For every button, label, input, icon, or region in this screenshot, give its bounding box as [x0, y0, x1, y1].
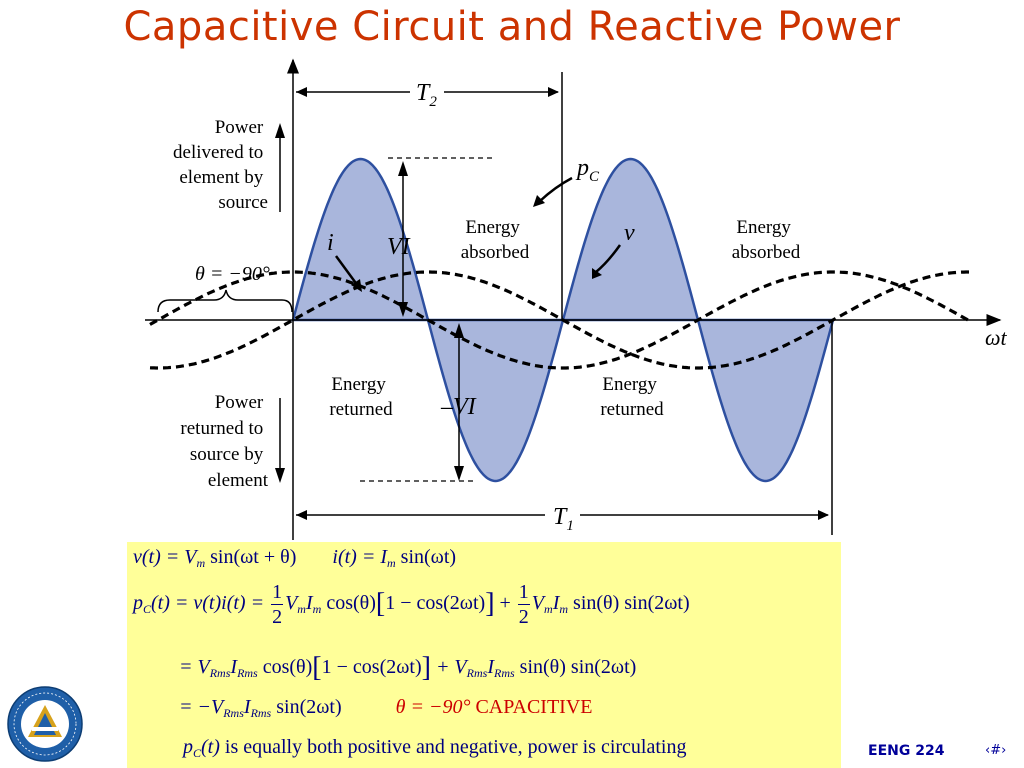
energy-absorbed-1: Energy absorbed: [461, 217, 530, 263]
neg-vi-label: –VI: [440, 394, 477, 420]
formula-line-3: = VRmsIRms cos(θ)[1 − cos(2ωt)] + VRmsIR…: [179, 652, 637, 683]
voltage-curve-v: [149, 270, 973, 370]
slide-title: Capacitive Circuit and Reactive Power: [123, 4, 901, 50]
t1-label: T1: [553, 504, 574, 534]
pc-lobe: [291, 157, 430, 322]
university-logo: [7, 686, 83, 762]
i-label: i: [327, 230, 334, 256]
vi-label: VI: [387, 234, 411, 260]
current-curve-i: [149, 270, 973, 370]
energy-absorbed-2: Energy absorbed: [732, 217, 801, 263]
delivered-label: Power delivered to element by source: [173, 117, 268, 213]
formula-line-4: = −VRmsIRms sin(2ωt) θ = −90° CAPACITIVE: [179, 696, 593, 720]
pc-lobe: [561, 157, 700, 322]
pc-pointer: [539, 176, 573, 202]
power-curve-pc: [291, 157, 835, 483]
t2-label: T2: [416, 80, 437, 110]
footer-page-number: ‹#›: [985, 743, 1007, 758]
pc-lobe: [426, 318, 565, 483]
power-waveform-diagram: T2 T1 VI –VI Power delivered to element …: [145, 58, 1008, 540]
v-pointer: [595, 244, 622, 273]
formula-box: v(t) = Vm sin(ωt + θ) i(t) = Im sin(ωt) …: [127, 542, 841, 768]
pc-label: pC: [575, 155, 600, 185]
i-pointer: [334, 255, 360, 287]
returned-label: Power returned to source by element: [180, 392, 268, 491]
theta-brace: [157, 289, 293, 313]
formula-line-5: pC(t) is equally both positive and negat…: [183, 736, 687, 760]
formula-line-1: v(t) = Vm sin(ωt + θ) i(t) = Im sin(ωt): [133, 546, 457, 570]
footer-course-label: EENG 224: [868, 743, 945, 759]
pc-lobe: [696, 318, 835, 483]
energy-returned-2: Energy returned: [600, 374, 664, 420]
wt-label: ωt: [985, 325, 1008, 350]
energy-returned-1: Energy returned: [329, 374, 393, 420]
v-label: v: [624, 220, 635, 246]
theta-label: θ = −90°: [195, 263, 270, 285]
